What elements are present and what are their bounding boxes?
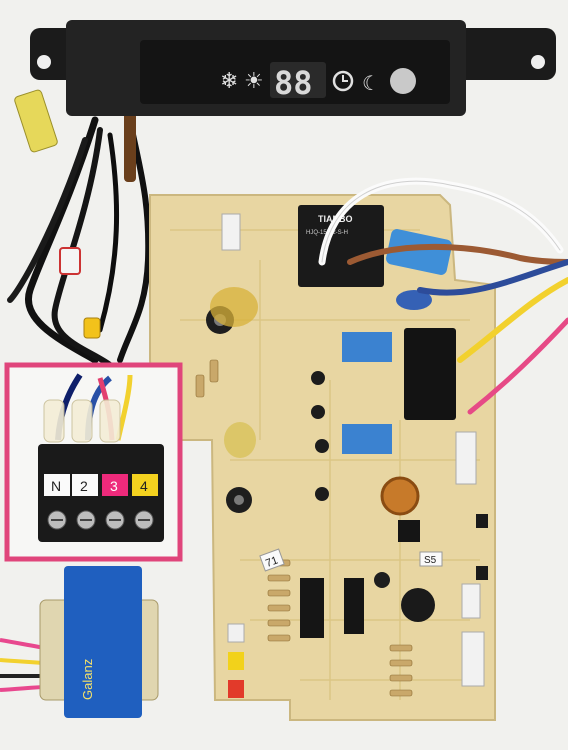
connector-header-2 [455, 431, 477, 485]
yellow-component [224, 422, 256, 458]
glue-blob [210, 287, 258, 327]
snowflake-icon: ❄ [220, 68, 238, 93]
ic-chip-2 [344, 578, 364, 634]
transistor-chip [398, 520, 420, 542]
pcb-board: TIANBO HJQ-15F-2-S-H [149, 194, 496, 721]
terminal-label-n: N [51, 478, 61, 494]
led-red [228, 680, 244, 698]
inductor-coil [380, 476, 420, 516]
moon-icon: ☾ [362, 73, 380, 95]
small-capacitor [374, 572, 390, 588]
white-connector [59, 247, 81, 275]
terminal-label-3: 3 [110, 478, 118, 494]
terminal-label-2: 2 [80, 478, 88, 494]
terminal-label-4: 4 [140, 478, 148, 494]
yellow-connector [14, 89, 58, 153]
tact-switch-1 [476, 514, 488, 528]
connector-header-4 [461, 631, 485, 687]
buzzer [401, 588, 435, 622]
yellow-clip [83, 317, 101, 339]
x-capacitor [386, 229, 452, 275]
display-panel: ❄ ☀ 88 ☾ [30, 20, 556, 116]
terminal-block [38, 444, 164, 542]
terminal-block-inset: N 2 3 4 [4, 362, 183, 562]
relay [298, 205, 384, 287]
copper-sensor [124, 112, 136, 182]
timer-icon [332, 70, 354, 92]
transformer: Galanz [0, 566, 159, 718]
transformer-brand: Galanz [80, 659, 95, 700]
sun-icon: ☀ [244, 68, 264, 93]
varistor [396, 290, 432, 310]
connector-header-3 [461, 583, 481, 619]
led-yellow [228, 652, 244, 670]
blue-relay-2 [342, 424, 392, 454]
mains-wires [318, 177, 568, 415]
compressor-relay [404, 328, 456, 420]
seven-segment-digits: 88 [274, 64, 313, 102]
wire-bundle [7, 116, 152, 368]
tact-switch-2 [476, 566, 488, 580]
blue-relay-1 [342, 332, 392, 362]
ic-chip-1 [300, 578, 324, 638]
ir-receiver-lens [390, 68, 416, 94]
led-white [227, 623, 245, 643]
connector-header-1 [221, 213, 241, 251]
board-label-s5: S5 [424, 555, 437, 566]
board-label-71: 71 [264, 554, 280, 569]
